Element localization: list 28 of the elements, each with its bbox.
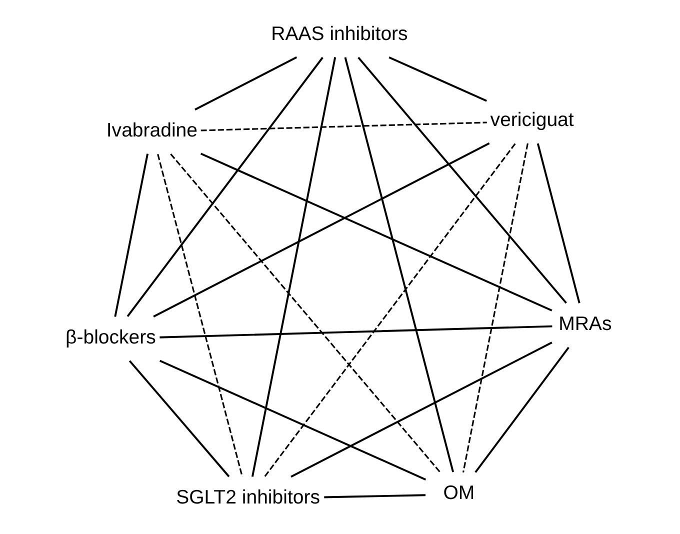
connector [264,143,516,477]
node-text: RAAS inhibitors [271,22,408,45]
connector [170,153,441,473]
node-text: OM [443,482,475,504]
node-text: vericiguat [490,108,574,131]
connector [200,122,487,132]
connector [344,57,454,472]
node-text: SGLT2 inhibitors [176,486,320,508]
connector [474,346,570,473]
connector [160,325,552,338]
connector [200,152,552,312]
node-text: β-blockers [66,326,156,348]
connector [536,143,580,304]
node-text: Ivabradine [106,119,198,142]
connector [251,57,336,477]
connector [388,56,487,102]
connector [128,360,230,478]
node-text: MRAs [558,313,612,336]
connector [153,142,490,318]
connector [358,56,567,304]
connector [159,360,426,480]
connector [324,494,426,498]
connector [157,154,244,477]
connector [290,342,552,478]
connector [114,154,149,317]
connector [462,143,528,472]
connector [126,56,324,317]
connector [194,56,298,111]
